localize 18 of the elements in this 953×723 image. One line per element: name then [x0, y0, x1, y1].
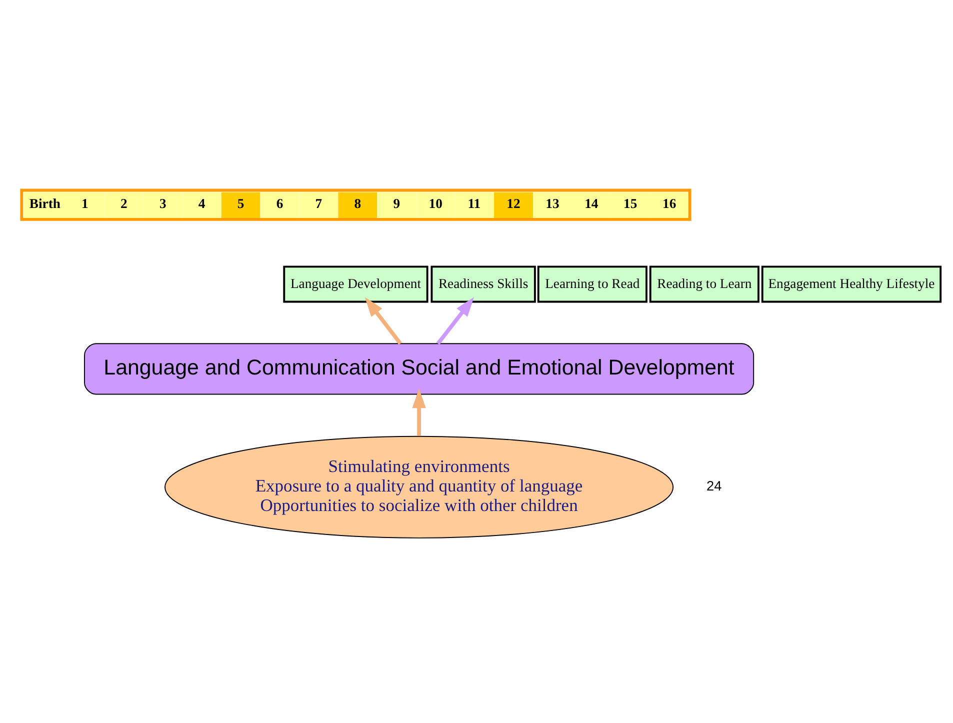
label: 14 — [584, 196, 598, 211]
label: 1 — [82, 196, 88, 211]
label: 8 — [354, 196, 362, 211]
label: 3 — [159, 196, 166, 211]
label: 7 — [315, 196, 322, 211]
label: 15 — [624, 196, 638, 211]
label: 24 — [706, 478, 722, 494]
label: 16 — [662, 196, 676, 211]
label: 5 — [237, 196, 244, 211]
label: 10 — [428, 196, 442, 211]
label: 13 — [546, 196, 560, 211]
label: 4 — [198, 196, 206, 211]
label: Birth — [29, 196, 60, 211]
label: 2 — [120, 196, 128, 211]
label: 12 — [506, 196, 520, 211]
label: 11 — [468, 196, 481, 211]
label: 9 — [393, 196, 400, 211]
label: 6 — [276, 196, 284, 211]
